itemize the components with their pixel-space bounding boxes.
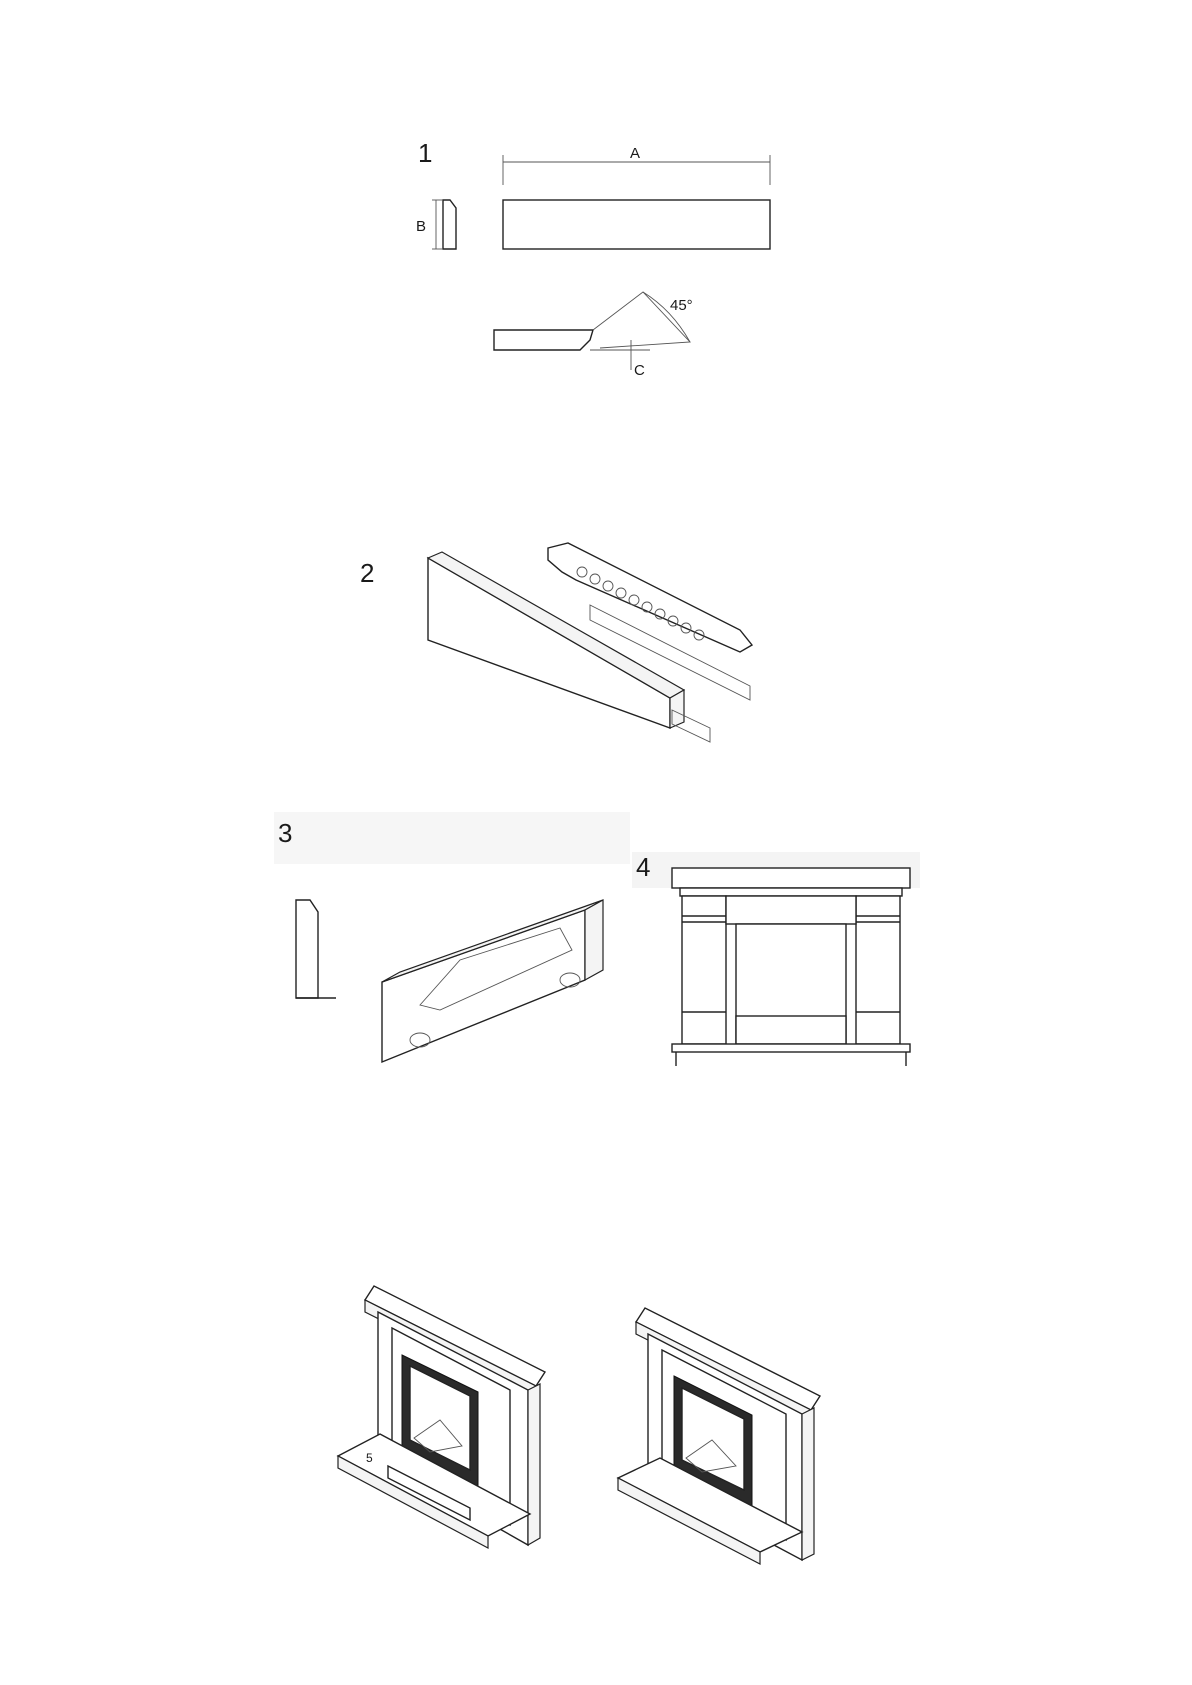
fireplace-with-hearth: 5 — [338, 1286, 545, 1548]
right-surround-side — [802, 1408, 814, 1560]
surround-base — [672, 1044, 910, 1052]
step-4-number: 4 — [636, 852, 650, 882]
surround-hearth-strip — [736, 1016, 846, 1044]
dimension-a-label: A — [630, 145, 640, 162]
step-2-number: 2 — [360, 558, 374, 588]
step-3-group: 3 — [274, 812, 630, 1062]
step-5-group: 5 — [338, 1286, 820, 1564]
step-1-number: 1 — [418, 138, 432, 168]
board-front-view — [503, 200, 770, 249]
mitre-cut-board — [494, 330, 593, 350]
mounted-bracket-end — [585, 900, 603, 980]
surround-frieze — [726, 896, 856, 924]
board-side-profile — [443, 200, 456, 249]
bracket-side-profile — [296, 900, 318, 998]
step-3-number: 3 — [278, 818, 292, 848]
step-3-header-band — [274, 812, 630, 864]
step-1-group: 1 A B 45° C — [416, 138, 770, 379]
dimension-c-label: C — [634, 362, 645, 379]
fireplace-finished — [618, 1308, 820, 1564]
surround-leg-left — [682, 896, 726, 1044]
angle-label: 45° — [670, 297, 693, 314]
step-2-group: 2 — [360, 543, 752, 742]
mounted-bracket-face — [382, 910, 585, 1062]
left-surround-side — [528, 1384, 540, 1545]
step-4-group: 4 — [632, 852, 920, 1066]
step-5-number: 5 — [366, 1451, 373, 1465]
surround-mantel-shelf — [672, 868, 910, 888]
dimension-b-label: B — [416, 218, 426, 235]
surround-leg-right — [856, 896, 900, 1044]
surround-frieze-top — [680, 888, 902, 896]
